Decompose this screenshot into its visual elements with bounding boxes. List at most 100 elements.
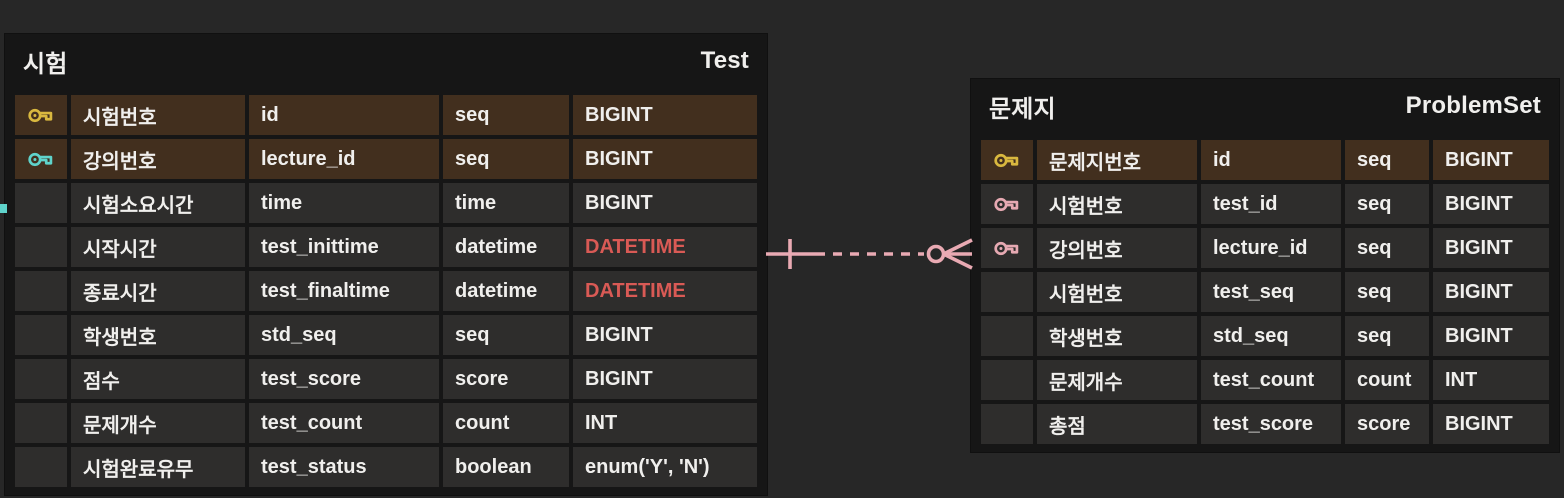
column-domain: seq xyxy=(443,95,569,135)
key-cell xyxy=(981,184,1033,224)
crow-foot-many-icon xyxy=(942,238,973,270)
table-row[interactable]: 시작시간 test_inittime datetime DATETIME xyxy=(15,227,757,267)
key-cell xyxy=(981,228,1033,268)
table-physical-name: Test xyxy=(700,47,749,74)
column-logical-name: 문제개수 xyxy=(71,403,245,443)
column-logical-name: 시작시간 xyxy=(71,227,245,267)
column-physical-name: test_score xyxy=(1201,404,1341,444)
table-row[interactable]: 문제지번호 id seq BIGINT xyxy=(981,140,1549,180)
table-row[interactable]: 강의번호 lecture_id seq BIGINT xyxy=(981,228,1549,268)
table-row[interactable]: 시험번호 test_id seq BIGINT xyxy=(981,184,1549,224)
column-datatype: BIGINT xyxy=(1433,140,1549,180)
column-domain: datetime xyxy=(443,271,569,311)
column-datatype: BIGINT xyxy=(1433,272,1549,312)
relationship-line[interactable] xyxy=(764,226,976,286)
column-physical-name: test_count xyxy=(1201,360,1341,400)
column-domain: count xyxy=(1345,360,1429,400)
column-logical-name: 학생번호 xyxy=(71,315,245,355)
column-physical-name: std_seq xyxy=(249,315,439,355)
column-logical-name: 시험번호 xyxy=(71,95,245,135)
table-problemset[interactable]: 문제지 ProblemSet 문제지번호 id seq BIGINT 시험번호 … xyxy=(970,78,1560,453)
key-cell xyxy=(981,272,1033,312)
table-header[interactable]: 문제지 ProblemSet xyxy=(981,85,1549,127)
key-icon xyxy=(993,195,1021,214)
column-logical-name: 문제개수 xyxy=(1037,360,1197,400)
table-physical-name: ProblemSet xyxy=(1405,92,1541,119)
table-row[interactable]: 시험소요시간 time time BIGINT xyxy=(15,183,757,223)
column-datatype: BIGINT xyxy=(573,139,757,179)
column-domain: seq xyxy=(443,315,569,355)
key-cell xyxy=(15,447,67,487)
column-domain: datetime xyxy=(443,227,569,267)
key-cell xyxy=(981,316,1033,356)
column-physical-name: time xyxy=(249,183,439,223)
column-physical-name: lecture_id xyxy=(1201,228,1341,268)
column-domain: seq xyxy=(1345,316,1429,356)
column-logical-name: 강의번호 xyxy=(71,139,245,179)
key-cell xyxy=(15,183,67,223)
column-domain: seq xyxy=(1345,228,1429,268)
column-datatype: BIGINT xyxy=(1433,184,1549,224)
table-row[interactable]: 강의번호 lecture_id seq BIGINT xyxy=(15,139,757,179)
column-physical-name: test_finaltime xyxy=(249,271,439,311)
table-header[interactable]: 시험 Test xyxy=(15,40,757,82)
key-cell xyxy=(981,140,1033,180)
column-physical-name: test_seq xyxy=(1201,272,1341,312)
column-datatype: BIGINT xyxy=(1433,404,1549,444)
column-datatype: BIGINT xyxy=(573,359,757,399)
column-logical-name: 시험완료유무 xyxy=(71,447,245,487)
column-datatype: BIGINT xyxy=(1433,316,1549,356)
column-physical-name: test_inittime xyxy=(249,227,439,267)
column-physical-name: test_id xyxy=(1201,184,1341,224)
column-datatype: BIGINT xyxy=(573,315,757,355)
column-datatype: DATETIME xyxy=(573,227,757,267)
key-cell xyxy=(15,271,67,311)
column-domain: seq xyxy=(1345,272,1429,312)
key-cell xyxy=(15,227,67,267)
column-datatype: enum('Y', 'N') xyxy=(573,447,757,487)
column-datatype: INT xyxy=(573,403,757,443)
key-cell xyxy=(15,95,67,135)
table-row[interactable]: 점수 test_score score BIGINT xyxy=(15,359,757,399)
column-datatype: DATETIME xyxy=(573,271,757,311)
table-row[interactable]: 학생번호 std_seq seq BIGINT xyxy=(981,316,1549,356)
table-row[interactable]: 시험완료유무 test_status boolean enum('Y', 'N'… xyxy=(15,447,757,487)
column-datatype: BIGINT xyxy=(1433,228,1549,268)
key-cell xyxy=(15,359,67,399)
column-logical-name: 강의번호 xyxy=(1037,228,1197,268)
table-row[interactable]: 종료시간 test_finaltime datetime DATETIME xyxy=(15,271,757,311)
key-icon xyxy=(27,106,55,125)
column-logical-name: 시험번호 xyxy=(1037,272,1197,312)
one-cardinality-tick xyxy=(766,239,816,269)
column-logical-name: 총점 xyxy=(1037,404,1197,444)
column-physical-name: test_score xyxy=(249,359,439,399)
column-logical-name: 학생번호 xyxy=(1037,316,1197,356)
key-cell xyxy=(15,403,67,443)
table-row[interactable]: 문제개수 test_count count INT xyxy=(15,403,757,443)
table-test[interactable]: 시험 Test 시험번호 id seq BIGINT 강의번호 lecture_… xyxy=(4,33,768,496)
key-icon xyxy=(27,150,55,169)
offscreen-relationship-stub xyxy=(0,204,7,213)
column-physical-name: test_count xyxy=(249,403,439,443)
table-rows: 시험번호 id seq BIGINT 강의번호 lecture_id seq B… xyxy=(15,95,757,487)
column-logical-name: 문제지번호 xyxy=(1037,140,1197,180)
column-physical-name: id xyxy=(249,95,439,135)
column-datatype: BIGINT xyxy=(573,183,757,223)
column-domain: boolean xyxy=(443,447,569,487)
table-row[interactable]: 시험번호 id seq BIGINT xyxy=(15,95,757,135)
column-domain: score xyxy=(1345,404,1429,444)
key-icon xyxy=(993,151,1021,170)
table-logical-name: 시험 xyxy=(23,50,68,78)
column-domain: time xyxy=(443,183,569,223)
column-domain: count xyxy=(443,403,569,443)
table-rows: 문제지번호 id seq BIGINT 시험번호 test_id seq BIG… xyxy=(981,140,1549,444)
table-row[interactable]: 시험번호 test_seq seq BIGINT xyxy=(981,272,1549,312)
table-row[interactable]: 총점 test_score score BIGINT xyxy=(981,404,1549,444)
column-physical-name: test_status xyxy=(249,447,439,487)
table-row[interactable]: 문제개수 test_count count INT xyxy=(981,360,1549,400)
column-logical-name: 시험번호 xyxy=(1037,184,1197,224)
key-cell xyxy=(15,315,67,355)
column-domain: seq xyxy=(1345,140,1429,180)
column-datatype: BIGINT xyxy=(573,95,757,135)
table-row[interactable]: 학생번호 std_seq seq BIGINT xyxy=(15,315,757,355)
